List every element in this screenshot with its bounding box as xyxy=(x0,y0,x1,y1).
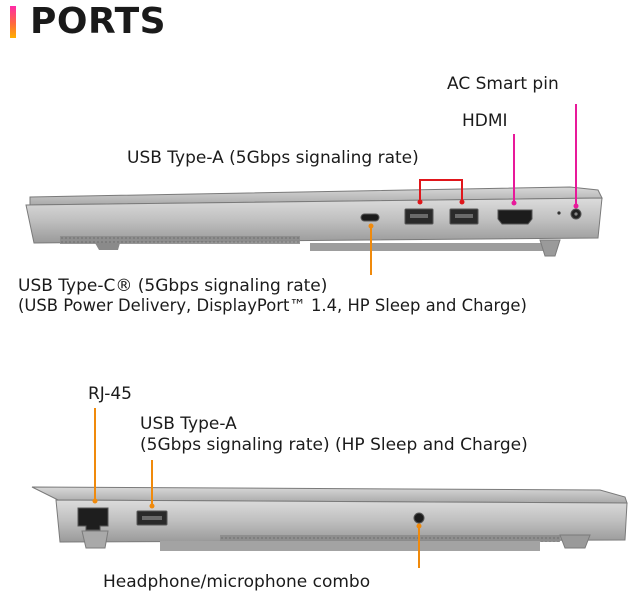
laptop-left-side xyxy=(31,486,628,551)
usb-c-port xyxy=(360,213,380,222)
ac-smart-pin-label: AC Smart pin xyxy=(447,74,559,94)
audio-jack-port xyxy=(413,512,425,524)
hdmi-label: HDMI xyxy=(462,111,508,131)
usb-c-label-line2: (USB Power Delivery, DisplayPort™ 1.4, H… xyxy=(18,296,527,315)
usb-a-left-label-line2: (5Gbps signaling rate) (HP Sleep and Cha… xyxy=(140,435,528,455)
usb-a-left-label-line1: USB Type-A xyxy=(140,414,237,434)
ac-smart-pin-port xyxy=(570,208,582,220)
accent-bar xyxy=(10,6,16,38)
usb-a-label: USB Type-A (5Gbps signaling rate) xyxy=(127,148,419,168)
section-header: PORTS xyxy=(10,2,166,42)
status-led xyxy=(557,211,561,215)
top-connectors xyxy=(368,104,579,275)
bottom-connectors xyxy=(92,408,422,568)
audio-combo-label: Headphone/microphone combo xyxy=(103,572,371,592)
rj45-label: RJ-45 xyxy=(88,384,132,404)
usb-a-port-1 xyxy=(404,208,434,225)
usb-a-port-left xyxy=(136,510,168,526)
usb-a-port-2 xyxy=(449,208,479,225)
page-title: PORTS xyxy=(30,1,167,42)
hdmi-port xyxy=(497,209,533,225)
usb-c-label-line1: USB Type-C® (5Gbps signaling rate) xyxy=(18,276,328,296)
rj45-port xyxy=(77,507,109,531)
